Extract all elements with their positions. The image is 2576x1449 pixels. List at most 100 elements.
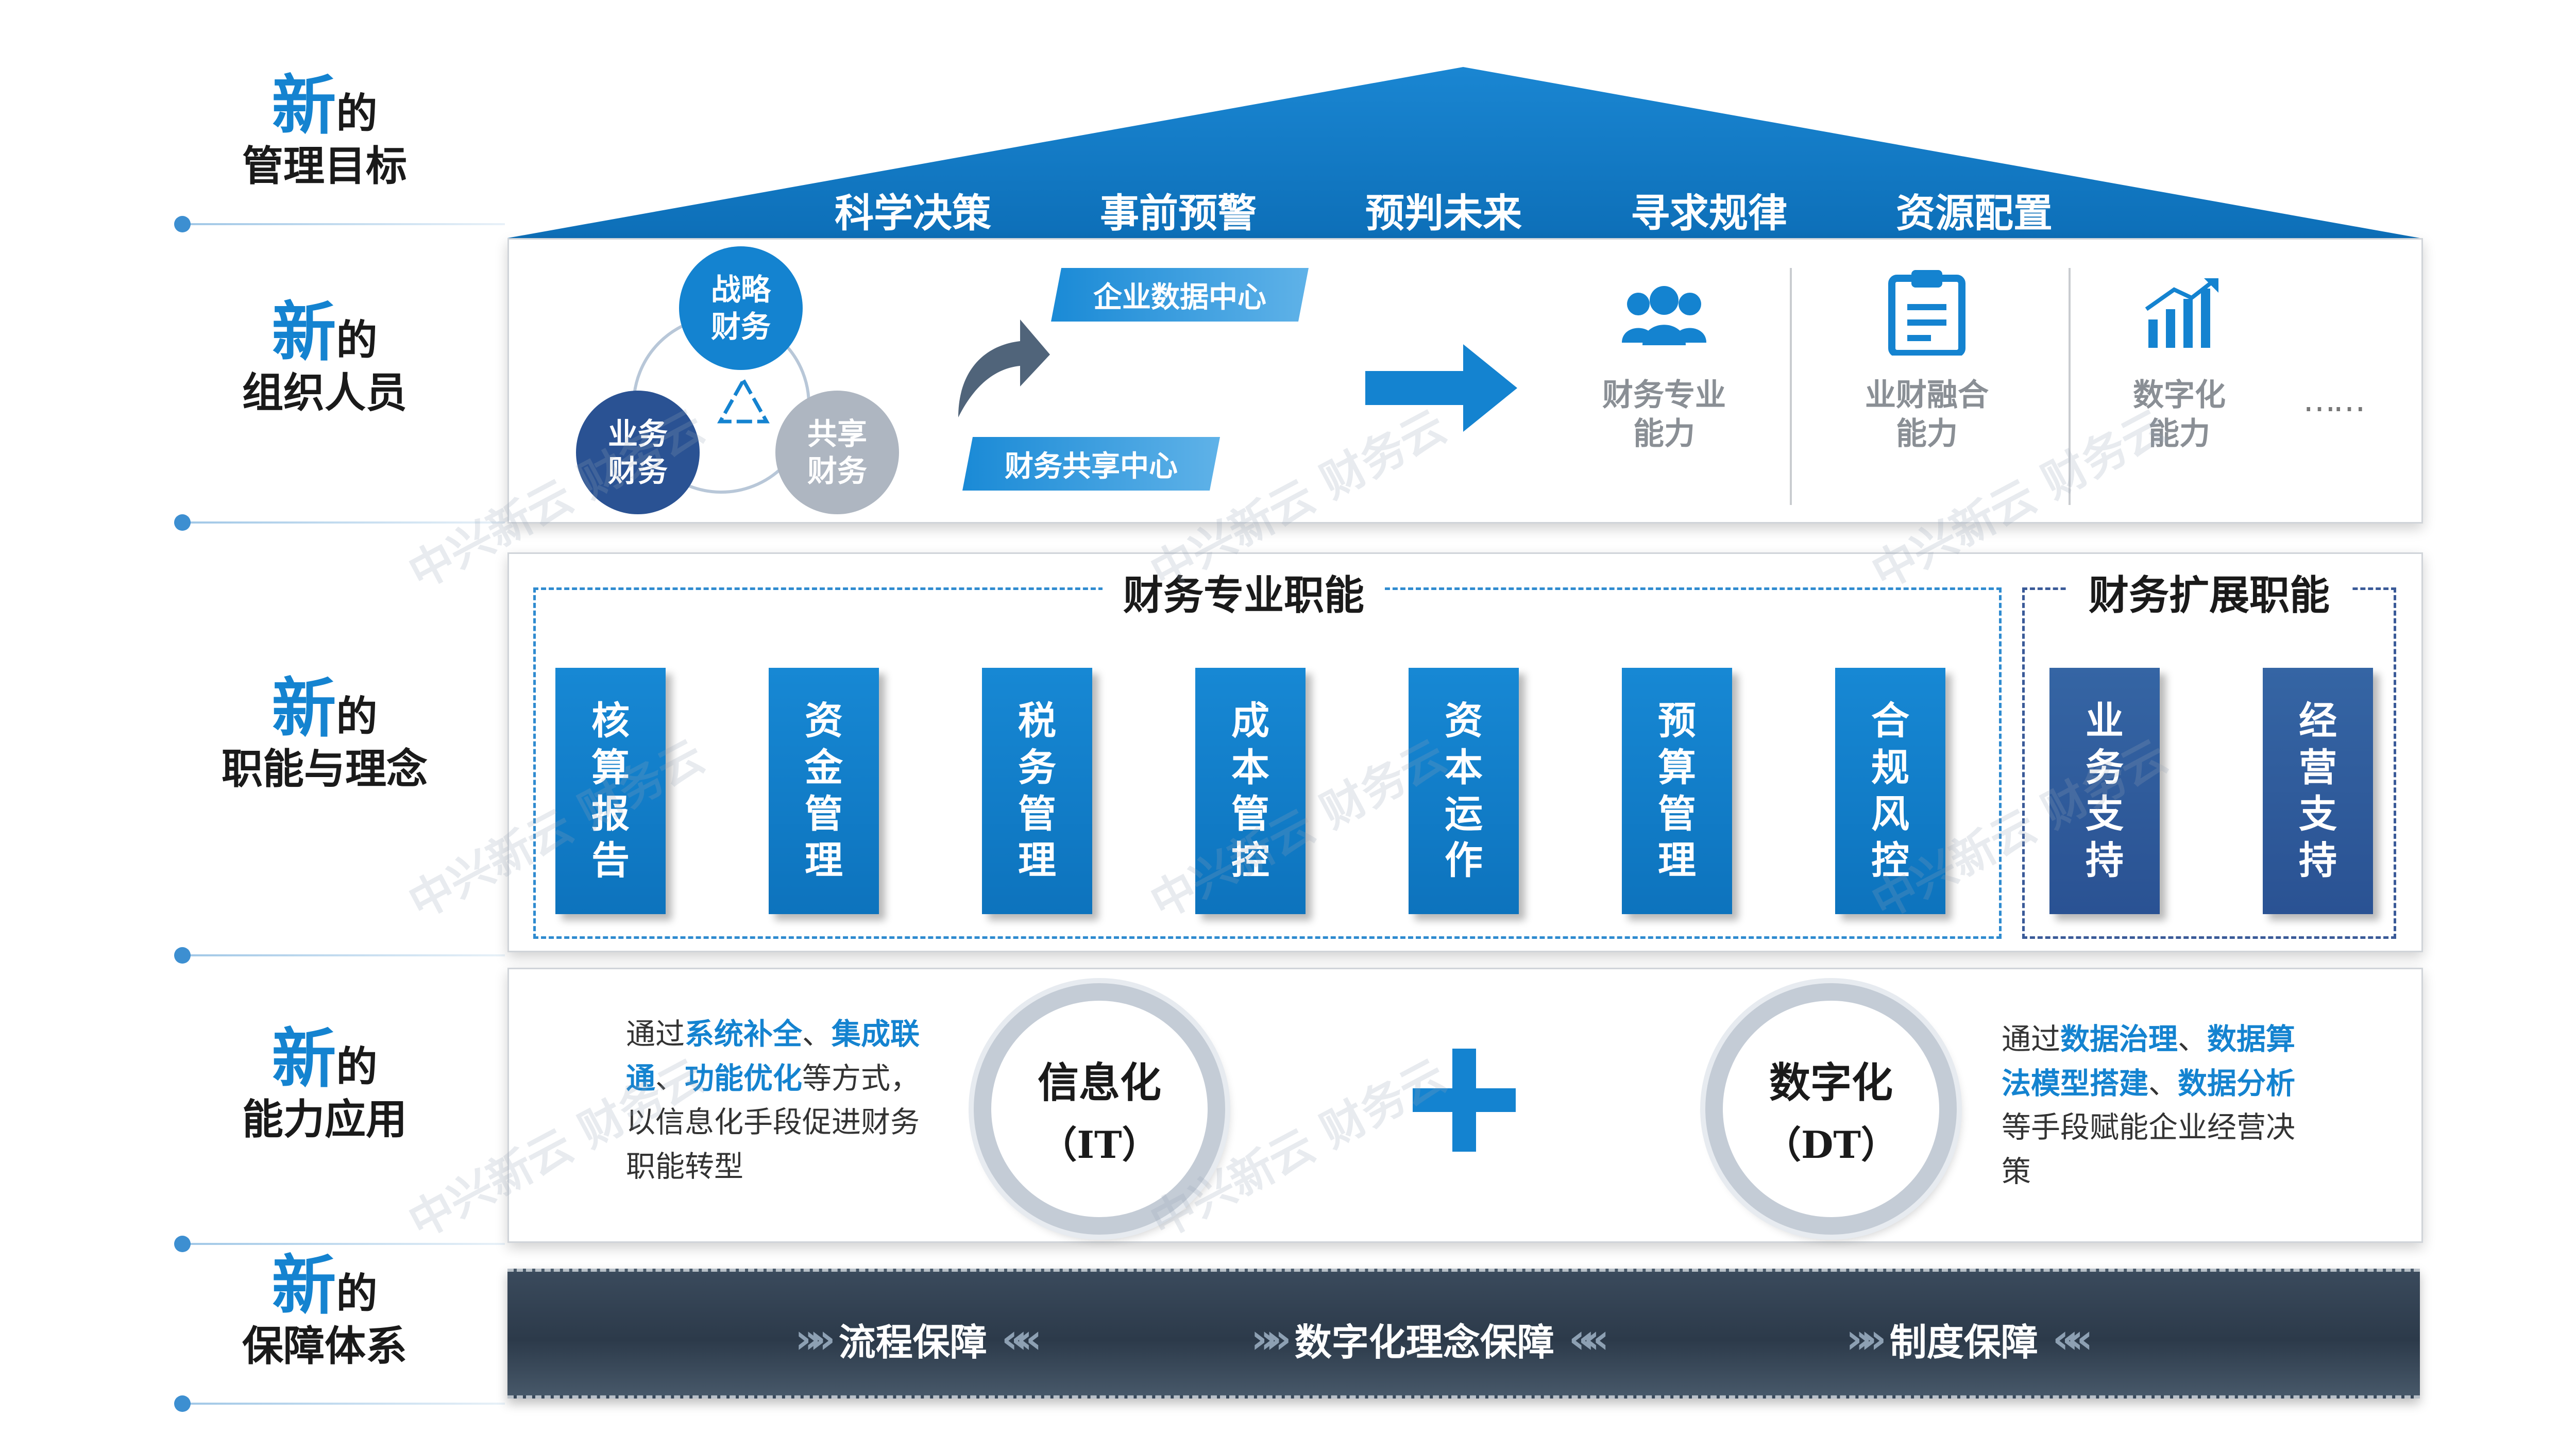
card-char: 报 xyxy=(591,792,630,836)
roof xyxy=(507,67,2420,238)
capability-label: 财务专业能力 xyxy=(1582,376,1747,453)
right-arrow-icon xyxy=(1365,344,1517,432)
card-char: 预 xyxy=(1658,699,1696,744)
guarantee-label: 制度保障 xyxy=(1889,1321,2038,1364)
divider-line xyxy=(175,521,505,524)
guarantee-label: 流程保障 xyxy=(838,1321,987,1364)
card-char: 管 xyxy=(1658,792,1696,836)
divider-dot xyxy=(174,514,191,531)
capability-line2: 能力 xyxy=(1633,416,1695,452)
it-circle: 信息化 （IT） xyxy=(974,983,1225,1235)
guarantee-system: »» 制度保障 «« xyxy=(1832,1312,2096,1366)
function-card-accounting: 核算报告 xyxy=(555,668,666,914)
capability-line2: 能力 xyxy=(2148,416,2210,452)
label-guarantee: 新的 保障体系 xyxy=(196,1252,453,1368)
card-char: 风 xyxy=(1871,792,1909,836)
chevron-right-icon: »» xyxy=(1846,1316,1887,1362)
function-card-tax: 税务管理 xyxy=(982,668,1092,914)
circle-line: 业务 xyxy=(607,416,668,451)
circle-line: 财务 xyxy=(710,309,771,344)
ribbon-label: 企业数据中心 xyxy=(1093,280,1266,314)
label-sub: 保障体系 xyxy=(242,1322,407,1371)
roof-item: 预判未来 xyxy=(1365,190,1522,236)
capability-label: 业财融合能力 xyxy=(1844,376,2009,453)
new-char: 新 xyxy=(272,295,336,370)
new-char: 新 xyxy=(272,1022,336,1097)
roof-item: 科学决策 xyxy=(835,190,991,236)
capability-line2: 能力 xyxy=(1896,416,1958,452)
card-char: 营 xyxy=(2299,745,2337,790)
function-card-business-support: 业务支持 xyxy=(2049,668,2160,914)
divider-dot xyxy=(174,1395,191,1412)
shared-finance-circle: 共享财务 xyxy=(775,391,899,514)
dt-description: 通过数据治理、数据算法模型搭建、数据分析等手段赋能企业经营决策 xyxy=(2002,1022,2295,1189)
roof-item: 事前预警 xyxy=(1100,190,1257,236)
card-char: 核 xyxy=(591,699,630,744)
divider-line xyxy=(175,1243,505,1245)
card-char: 合 xyxy=(1871,699,1909,744)
circle-line: 共享 xyxy=(807,416,867,451)
curved-arrow-icon xyxy=(958,319,1050,417)
function-card-compliance: 合规风控 xyxy=(1835,668,1945,914)
divider-dot xyxy=(174,216,191,232)
new-char: 新 xyxy=(272,671,336,746)
new-char: 新 xyxy=(272,1249,336,1323)
people-icon xyxy=(1622,286,1706,345)
ellipsis: …… xyxy=(2303,381,2366,419)
vertical-divider xyxy=(1790,268,1792,505)
function-card-operation-support: 经营支持 xyxy=(2263,668,2373,914)
dt-circle: 数字化 （DT） xyxy=(1705,983,1957,1235)
chevron-right-icon: »» xyxy=(1251,1316,1292,1362)
label-sub: 能力应用 xyxy=(242,1096,407,1144)
chevron-left-icon: «« xyxy=(1568,1316,1609,1362)
capability-label: 数字化能力 xyxy=(2097,376,2262,453)
divider-dot xyxy=(174,947,191,964)
plus-icon-v xyxy=(1452,1049,1476,1152)
professional-functions-title: 财务专业职能 xyxy=(1103,563,1385,621)
extended-functions-title: 财务扩展职能 xyxy=(2068,563,2351,621)
ribbon-shared-center: 财务共享中心 xyxy=(962,437,1220,491)
label-sub: 组织人员 xyxy=(242,369,407,417)
business-finance-circle: 业务财务 xyxy=(576,391,700,514)
capability-line1: 数字化 xyxy=(2133,377,2226,413)
divider-dot xyxy=(174,1236,191,1252)
card-char: 管 xyxy=(805,792,843,836)
card-char: 支 xyxy=(2086,792,2124,836)
circle-line: 财务 xyxy=(807,453,867,488)
roof-item: 资源配置 xyxy=(1896,190,2053,236)
card-char: 算 xyxy=(1658,745,1696,790)
card-char: 规 xyxy=(1871,745,1909,790)
card-char: 管 xyxy=(1018,792,1056,836)
card-char: 本 xyxy=(1231,745,1269,790)
divider-line xyxy=(175,1403,505,1405)
divider-line xyxy=(175,223,505,225)
label-management-goal: 新的 管理目标 xyxy=(196,72,453,188)
card-char: 控 xyxy=(1231,838,1269,883)
card-char: 金 xyxy=(805,745,843,790)
card-char: 成 xyxy=(1231,699,1269,744)
card-char: 算 xyxy=(591,745,630,790)
de-char: 的 xyxy=(336,1270,378,1318)
divider-line xyxy=(175,954,505,956)
chevron-left-icon: «« xyxy=(2052,1316,2093,1362)
card-char: 告 xyxy=(591,838,630,883)
dt-title: 数字化 xyxy=(1769,1058,1893,1107)
card-char: 税 xyxy=(1018,699,1056,744)
it-subtitle: （IT） xyxy=(1040,1122,1159,1167)
card-char: 务 xyxy=(2086,745,2124,790)
it-title: 信息化 xyxy=(1038,1058,1161,1107)
de-char: 的 xyxy=(336,90,378,138)
recycle-icon xyxy=(717,376,770,424)
card-char: 支 xyxy=(2299,792,2337,836)
clipboard-icon xyxy=(1888,270,1965,356)
guarantee-process: »» 流程保障 «« xyxy=(781,1312,1045,1366)
de-char: 的 xyxy=(336,1043,378,1091)
chevron-right-icon: »» xyxy=(795,1316,836,1362)
card-char: 持 xyxy=(2299,838,2337,883)
label-ability: 新的 能力应用 xyxy=(196,1025,453,1141)
card-char: 作 xyxy=(1445,838,1483,883)
capability-line1: 业财融合 xyxy=(1865,377,1989,413)
function-card-cost: 成本管控 xyxy=(1195,668,1306,914)
growth-chart-icon xyxy=(2145,278,2218,348)
card-char: 理 xyxy=(1658,838,1696,883)
